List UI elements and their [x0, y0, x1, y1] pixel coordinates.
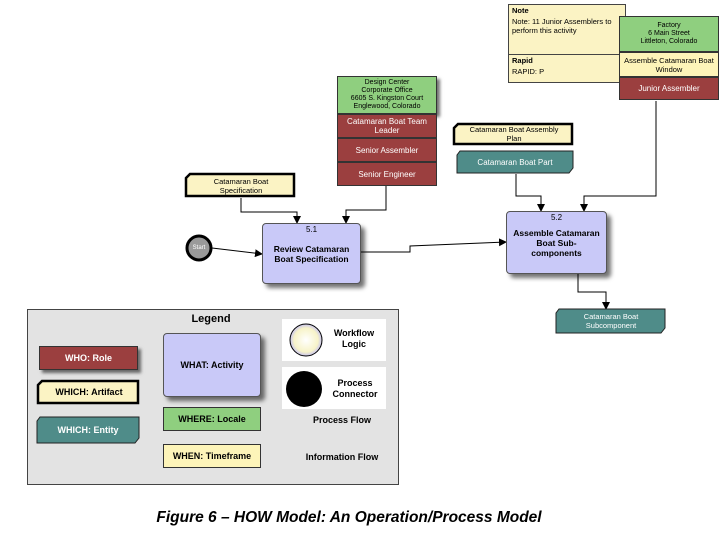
artifact-boat-specification: Catamaran Boat Specification: [188, 175, 294, 196]
activity-label-line: components: [531, 247, 582, 258]
artifact-line: Catamaran Boat: [213, 176, 269, 186]
rapid-header: Rapid: [512, 56, 533, 65]
start-connector: [185, 234, 213, 262]
legend-information-flow: Information Flow: [305, 452, 379, 462]
activity-label-line: Review Catamaran: [273, 243, 350, 254]
artifact-assembly-plan-shape: [452, 122, 574, 146]
artifact-assembly-plan: Catamaran Boat Assembly Plan: [456, 124, 572, 144]
legend-title: Legend: [191, 313, 231, 325]
legend-workflow-logic-circle: [289, 323, 323, 357]
note-box: Note Note: 11 Junior Assemblers to perfo…: [508, 4, 626, 83]
factory-locale-line: 6 Main Street: [648, 30, 690, 37]
legend-connector-line: Process: [337, 378, 373, 388]
legend-process-connector: Process Connector: [326, 376, 384, 402]
legend-process-flow: Process Flow: [312, 415, 372, 425]
legend-when-timeframe: WHEN: Timeframe: [163, 444, 261, 468]
activity-number: 5.1: [305, 225, 318, 234]
activity-label-line: Assemble Catamaran: [513, 227, 600, 238]
legend-what-activity: WHAT: Activity: [163, 333, 261, 397]
design-center-locale-line: Corporate Office: [361, 87, 413, 94]
legend-workflow-line: Logic: [342, 339, 366, 349]
design-center-locale-line: Design Center: [364, 79, 410, 86]
activity-number: 5.2: [550, 213, 563, 222]
role-line: Catamaran Boat Team: [347, 117, 427, 126]
legend-where-locale: WHERE: Locale: [163, 407, 261, 431]
start-label: Start: [192, 245, 206, 251]
activity-label-line: Boat Specification: [274, 253, 349, 264]
spec-to-review-flow: [240, 198, 301, 224]
design-center-locale-line: 6605 S. Kingston Court: [350, 95, 424, 102]
entity-line: Subcomponent: [585, 320, 637, 330]
entity-boat-part-shape: [456, 150, 574, 174]
legend-entity-shape: [36, 416, 140, 444]
factory-role-junior-assembler: Junior Assembler: [619, 77, 719, 100]
entity-boat-part: Catamaran Boat Part: [477, 157, 553, 167]
factory-locale: Factory 6 Main Street Littleton, Colorad…: [619, 16, 719, 52]
legend-which-artifact: WHICH: Artifact: [55, 387, 123, 397]
role-senior-engineer: Senior Engineer: [337, 162, 437, 186]
note-text: Note: 11 Junior Assemblers to perform th…: [512, 17, 612, 35]
artifact-line: Catamaran Boat Assembly: [469, 125, 559, 134]
role-catamaran-boat-team-leader: Catamaran Boat Team Leader: [337, 114, 437, 138]
legend-workflow-logic: Workflow Logic: [328, 326, 380, 352]
legend-process-connector-circle: [286, 371, 322, 407]
entity-subcomponent-shape: [555, 308, 666, 334]
factory-to-assemble-flow: [580, 101, 657, 212]
artifact-boat-spec-shape: [184, 172, 296, 198]
role-line: Leader: [374, 126, 400, 135]
review-to-assemble-flow: [361, 238, 507, 253]
start-to-review-flow: [211, 247, 263, 258]
legend-who-role: WHO: Role: [39, 346, 138, 370]
figure-caption: Figure 6 – HOW Model: An Operation/Proce…: [156, 509, 542, 526]
activity-assemble-catamaran-boat-subcomponents: 5.2 Assemble Catamaran Boat Sub- compone…: [506, 211, 607, 274]
artifact-line: Plan: [506, 134, 522, 143]
artifact-line: Specification: [219, 185, 263, 195]
rapid-value: RAPID: P: [512, 67, 545, 76]
factory-timeframe-line: Assemble Catamaran Boat: [624, 55, 714, 65]
assemble-to-subcomponent-flow: [577, 274, 610, 310]
legend-workflow-line: Workflow: [333, 328, 375, 338]
design-center-locale-line: Englewood, Colorado: [353, 103, 421, 110]
activity-review-catamaran-boat-specification: 5.1 Review Catamaran Boat Specification: [262, 223, 361, 284]
factory-locale-line: Littleton, Colorado: [640, 38, 698, 45]
legend-which-entity: WHICH: Entity: [57, 425, 119, 435]
part-to-assemble-flow: [515, 174, 545, 212]
legend-artifact-shape: [36, 379, 140, 405]
role-senior-assembler: Senior Assembler: [337, 138, 437, 162]
design-center-locale: Design Center Corporate Office 6605 S. K…: [337, 76, 437, 114]
legend-connector-line: Connector: [332, 389, 378, 399]
factory-timeframe: Assemble Catamaran Boat Window: [619, 52, 719, 77]
note-header: Note: [512, 6, 529, 15]
design-center-to-review-flow: [342, 186, 387, 224]
factory-timeframe-line: Window: [655, 64, 683, 74]
entity-boat-subcomponent: Catamaran Boat Subcomponent: [557, 310, 665, 331]
entity-line: Catamaran Boat: [583, 311, 639, 321]
factory-locale-line: Factory: [657, 22, 681, 29]
activity-label-line: Boat Sub-: [536, 237, 577, 248]
